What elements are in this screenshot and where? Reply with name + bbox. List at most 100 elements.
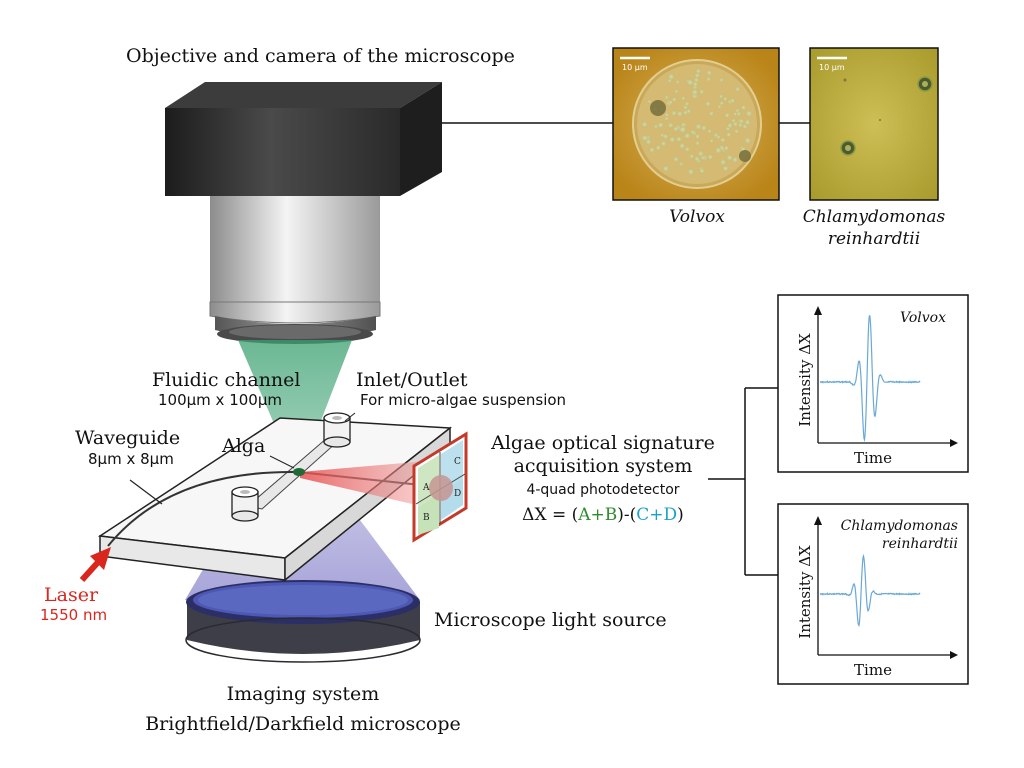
alga-pointer [269, 455, 295, 469]
volvox-cell [690, 129, 695, 135]
imaging-system-line1: Imaging system [227, 683, 380, 705]
volvox-cell [743, 136, 752, 145]
volvox-cell [668, 136, 676, 144]
acquisition-title-line1: Algae optical signature [490, 432, 715, 454]
volvox-cell [699, 168, 705, 174]
volvox-cell [668, 99, 674, 105]
volvox-cell [744, 118, 751, 126]
quad-photodetector: A B C D [412, 431, 468, 543]
formula-suffix: ) [677, 505, 684, 525]
volvox-cell [655, 144, 662, 151]
volvox-cell [662, 133, 669, 140]
alga [293, 468, 305, 476]
volvox-cell [657, 121, 665, 129]
volvox-cell [707, 153, 714, 161]
volvox-plot-ylabel: Intensity ΔX [796, 333, 814, 427]
volvox-cell [708, 110, 715, 117]
quad-label-d: D [454, 489, 461, 499]
volvox-cell [678, 161, 684, 167]
volvox-cell [667, 122, 674, 129]
volvox-cell [732, 121, 739, 127]
alga-label: Alga [221, 435, 265, 457]
micrograph-volvox: 10 µm [612, 47, 780, 201]
waveguide-path [107, 470, 431, 547]
formula: ΔX = (A+B)-(C+D) [522, 505, 684, 525]
inlet-outlet-pointer [344, 412, 356, 422]
camera-body [165, 82, 442, 196]
volvox-cell [672, 156, 680, 163]
volvox-cell [672, 126, 679, 132]
volvox-cell [686, 78, 694, 87]
volvox-cell [671, 96, 677, 103]
fluidic-channel-size: 100µm x 100µm [158, 391, 282, 409]
volvox-cell [709, 138, 714, 144]
volvox-cell [682, 109, 689, 116]
waveguide-pointer [129, 479, 163, 505]
waveguide-label: Waveguide [75, 427, 180, 449]
volvox-cell [647, 99, 652, 104]
signal-bracket [708, 387, 778, 576]
formula-ab: A+B [577, 505, 617, 525]
volvox-cell [739, 118, 744, 124]
volvox-cell [706, 76, 712, 82]
volvox-cell [726, 154, 734, 162]
volvox-cell [722, 165, 729, 172]
inlet-outlet-label: Inlet/Outlet [356, 369, 468, 391]
quad-label-a: A [422, 483, 430, 493]
volvox-cell [695, 68, 702, 74]
chlamydomonas-caption-line1: Chlamydomonas [803, 207, 946, 227]
volvox-cell [695, 123, 702, 131]
volvox-cell [674, 89, 679, 94]
volvox-cell [725, 131, 732, 138]
volvox-cell [726, 122, 734, 129]
signal-plot-chlamydomonas: Chlamydomonas reinhardtii Intensity ΔX T… [777, 503, 969, 685]
volvox-cell [660, 140, 667, 147]
volvox-cell [684, 146, 691, 153]
volvox-cell [745, 109, 753, 118]
volvox-cell [662, 165, 670, 173]
volvox-cell [714, 146, 722, 154]
volvox-cell [653, 124, 659, 129]
objective-beam [238, 340, 352, 470]
quad-label-c: C [454, 457, 461, 467]
volvox-cell [719, 137, 726, 143]
volvox-cell [683, 132, 691, 140]
volvox-cell [678, 142, 686, 150]
volvox-cell [687, 168, 695, 176]
chlamydomonas-caption-line2: reinhardtii [828, 229, 920, 249]
volvox-cell [734, 108, 740, 113]
volvox-cell [722, 96, 728, 102]
acquisition-title-line2: acquisition system [514, 455, 693, 477]
inlet-outlet-sublabel: For micro-algae suspension [360, 391, 566, 409]
laser-wavelength: 1550 nm [40, 606, 107, 624]
inlet-port [231, 486, 259, 522]
volvox-cell [641, 121, 648, 128]
volvox-cell [675, 135, 683, 143]
volvox-cell [664, 116, 669, 121]
volvox-cell [667, 73, 675, 81]
volvox-cell [697, 150, 705, 158]
laser-arrow-icon [79, 547, 111, 583]
chlamydomonas-plot-name-line2: reinhardtii [882, 536, 958, 552]
volvox-cell [698, 88, 705, 95]
objective-lens [209, 196, 381, 344]
chlamydomonas-scale-bar: 10 µm [819, 63, 845, 72]
volvox-cell [700, 155, 706, 161]
volvox-cell [675, 79, 680, 85]
volvox-cell [740, 104, 747, 111]
volvox-cell [700, 124, 708, 131]
volvox-cell [719, 100, 725, 106]
volvox-cell [691, 88, 699, 96]
formula-mid: )-( [617, 505, 636, 525]
volvox-cell [680, 95, 686, 101]
volvox-cell [645, 138, 652, 146]
volvox-cell [684, 101, 690, 107]
laser-output-beam [300, 460, 438, 510]
volvox-cell [693, 155, 700, 162]
laser-label: Laser [44, 584, 99, 606]
volvox-cell [723, 145, 730, 152]
chlamydomonas-signal-trace [819, 553, 921, 627]
volvox-cell [724, 112, 730, 119]
volvox-cell [679, 125, 687, 134]
